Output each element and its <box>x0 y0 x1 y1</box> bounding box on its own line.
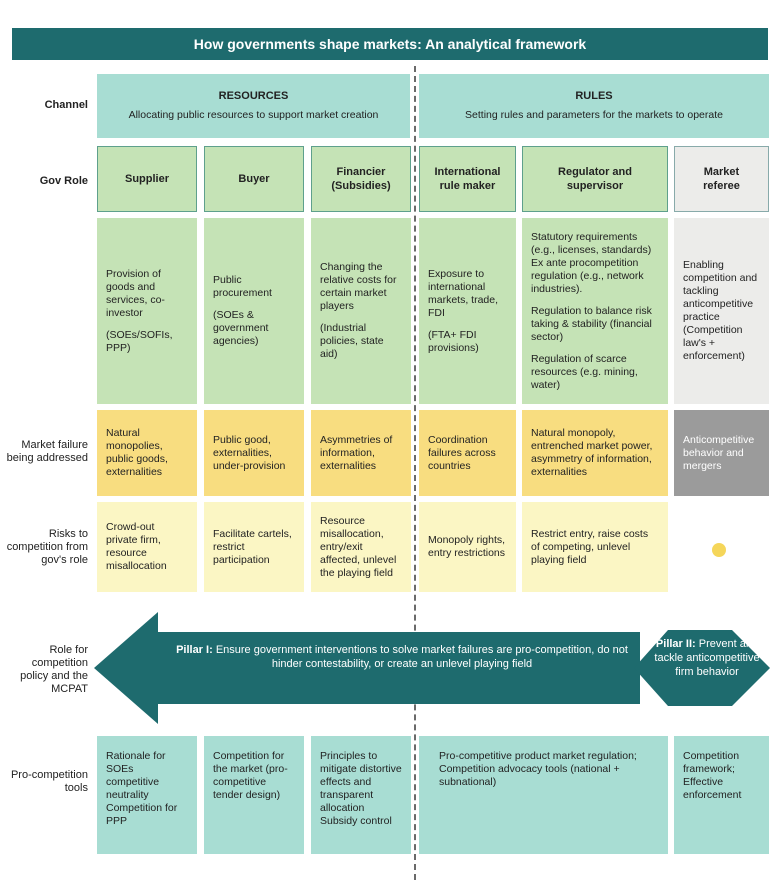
role-referee: Market referee <box>674 146 769 212</box>
channel-resources: RESOURCES Allocating public resources to… <box>97 74 410 138</box>
desc-regulator: Statutory requirements (e.g., licenses, … <box>522 218 668 404</box>
failure-referee: Anticompetitive behavior and mergers <box>674 410 769 496</box>
desc-supplier-main: Provision of goods and services, co-inve… <box>106 267 165 319</box>
row-label-channel: Channel <box>44 98 88 111</box>
desc-financier-main: Changing the relative costs for certain … <box>320 261 397 312</box>
role-supplier: Supplier <box>97 146 197 212</box>
failure-supplier: Natural monopolies, public goods, extern… <box>97 410 197 496</box>
channel-rules: RULES Setting rules and parameters for t… <box>419 74 769 138</box>
pillar2-text: Prevent and tackle anticompetitive firm … <box>654 638 760 678</box>
desc-referee: Enabling competition and tackling antico… <box>674 218 769 404</box>
desc-intl-note: (FTA+ FDI provisions) <box>428 328 479 354</box>
row-label-market-failure: Market failure being addressed <box>6 439 88 464</box>
pillar2-arrow <box>634 630 770 706</box>
tools-supplier: Rationale for SOEs competitive neutralit… <box>97 736 197 854</box>
pillar-arrows <box>94 612 770 724</box>
page-title: How governments shape markets: An analyt… <box>12 28 768 60</box>
desc-regulator-scarce: Regulation of scarce resources (e.g. min… <box>531 352 638 391</box>
role-intl-rule-maker: International rule maker <box>419 146 516 212</box>
channel-rules-title: RULES <box>575 90 613 102</box>
tools-buyer: Competition for the market (pro-competit… <box>204 736 304 854</box>
failure-regulator: Natural monopoly, entrenched market powe… <box>522 410 668 496</box>
row-label-tools: Pro-competition tools <box>10 769 88 794</box>
row-label-role-policy: Role for competition policy and the MCPA… <box>20 644 88 695</box>
pillar1-label: Pillar I: <box>176 644 213 656</box>
risk-financier: Resource misallocation, entry/exit affec… <box>311 502 411 592</box>
pillar2-text-wrap: Pillar II: Prevent and tackle anticompet… <box>648 638 766 678</box>
pillar1-text-wrap: Pillar I: Ensure government intervention… <box>168 636 636 678</box>
channel-resources-subtitle: Allocating public resources to support m… <box>128 109 379 121</box>
role-regulator: Regulator and supervisor <box>522 146 668 212</box>
tools-referee: Competition framework; Effective enforce… <box>674 736 769 854</box>
role-financier: Financier (Subsidies) <box>311 146 411 212</box>
desc-referee-main: Enabling competition and tackling antico… <box>683 259 758 362</box>
desc-buyer: Public procurement (SOEs & government ag… <box>204 218 304 404</box>
pillar1-text: Ensure government interventions to solve… <box>215 644 628 670</box>
role-buyer: Buyer <box>204 146 304 212</box>
risk-regulator: Restrict entry, raise costs of competing… <box>522 502 668 592</box>
channel-divider <box>414 66 416 880</box>
desc-supplier-note: (SOEs/SOFIs, PPP) <box>106 328 173 354</box>
desc-buyer-main: Public procurement <box>213 274 272 299</box>
desc-supplier: Provision of goods and services, co-inve… <box>97 218 197 404</box>
desc-intl: Exposure to international markets, trade… <box>419 218 516 404</box>
pillar2-label: Pillar II: <box>655 638 696 650</box>
tools-rules: Pro-competitive product market regulatio… <box>419 736 668 854</box>
failure-intl: Coordination failures across countries <box>419 410 516 496</box>
risk-referee-dot <box>712 543 726 557</box>
failure-financier: Asymmetries of information, externalitie… <box>311 410 411 496</box>
desc-regulator-risk: Regulation to balance risk taking & stab… <box>531 304 652 343</box>
row-label-gov-role: Gov Role <box>39 174 88 187</box>
desc-intl-main: Exposure to international markets, trade… <box>428 267 499 319</box>
desc-buyer-note: (SOEs & government agencies) <box>213 309 269 347</box>
channel-rules-subtitle: Setting rules and parameters for the mar… <box>465 109 723 121</box>
desc-financier-note: (Industrial policies, state aid) <box>320 322 384 360</box>
failure-buyer: Public good, externalities, under-provis… <box>204 410 304 496</box>
tools-financier: Principles to mitigate distortive effect… <box>311 736 411 854</box>
channel-resources-title: RESOURCES <box>218 90 289 102</box>
risk-buyer: Facilitate cartels, restrict participati… <box>204 502 304 592</box>
desc-regulator-statutory: Statutory requirements (e.g., licenses, … <box>531 230 652 295</box>
risk-supplier: Crowd-out private firm, resource misallo… <box>97 502 197 592</box>
risk-intl: Monopoly rights, entry restrictions <box>419 502 516 592</box>
desc-financier: Changing the relative costs for certain … <box>311 218 411 404</box>
pillar1-arrow <box>94 612 640 724</box>
row-label-risks: Risks to competition from gov's role <box>6 527 88 566</box>
